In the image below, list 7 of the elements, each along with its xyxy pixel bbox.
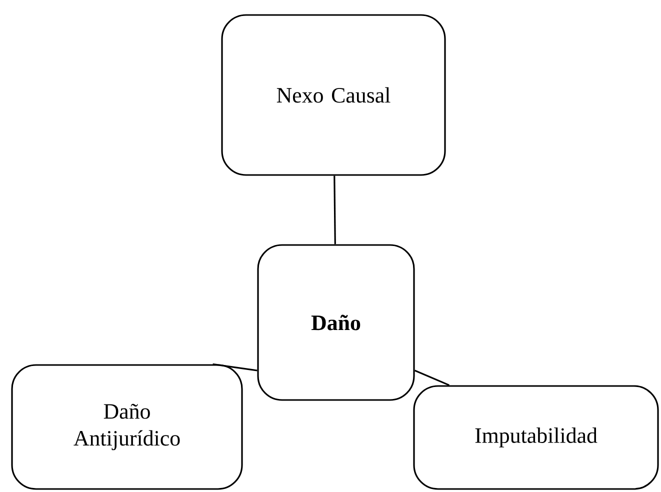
connector-line (334, 176, 336, 244)
rounded-box: Nexo Causal (221, 14, 446, 176)
rounded-box: Imputabilidad (413, 385, 659, 490)
connector-line (414, 370, 450, 386)
rounded-box: Daño (257, 244, 415, 401)
rounded-box: Daño Antijurídico (11, 364, 243, 490)
connector-line (212, 363, 258, 372)
